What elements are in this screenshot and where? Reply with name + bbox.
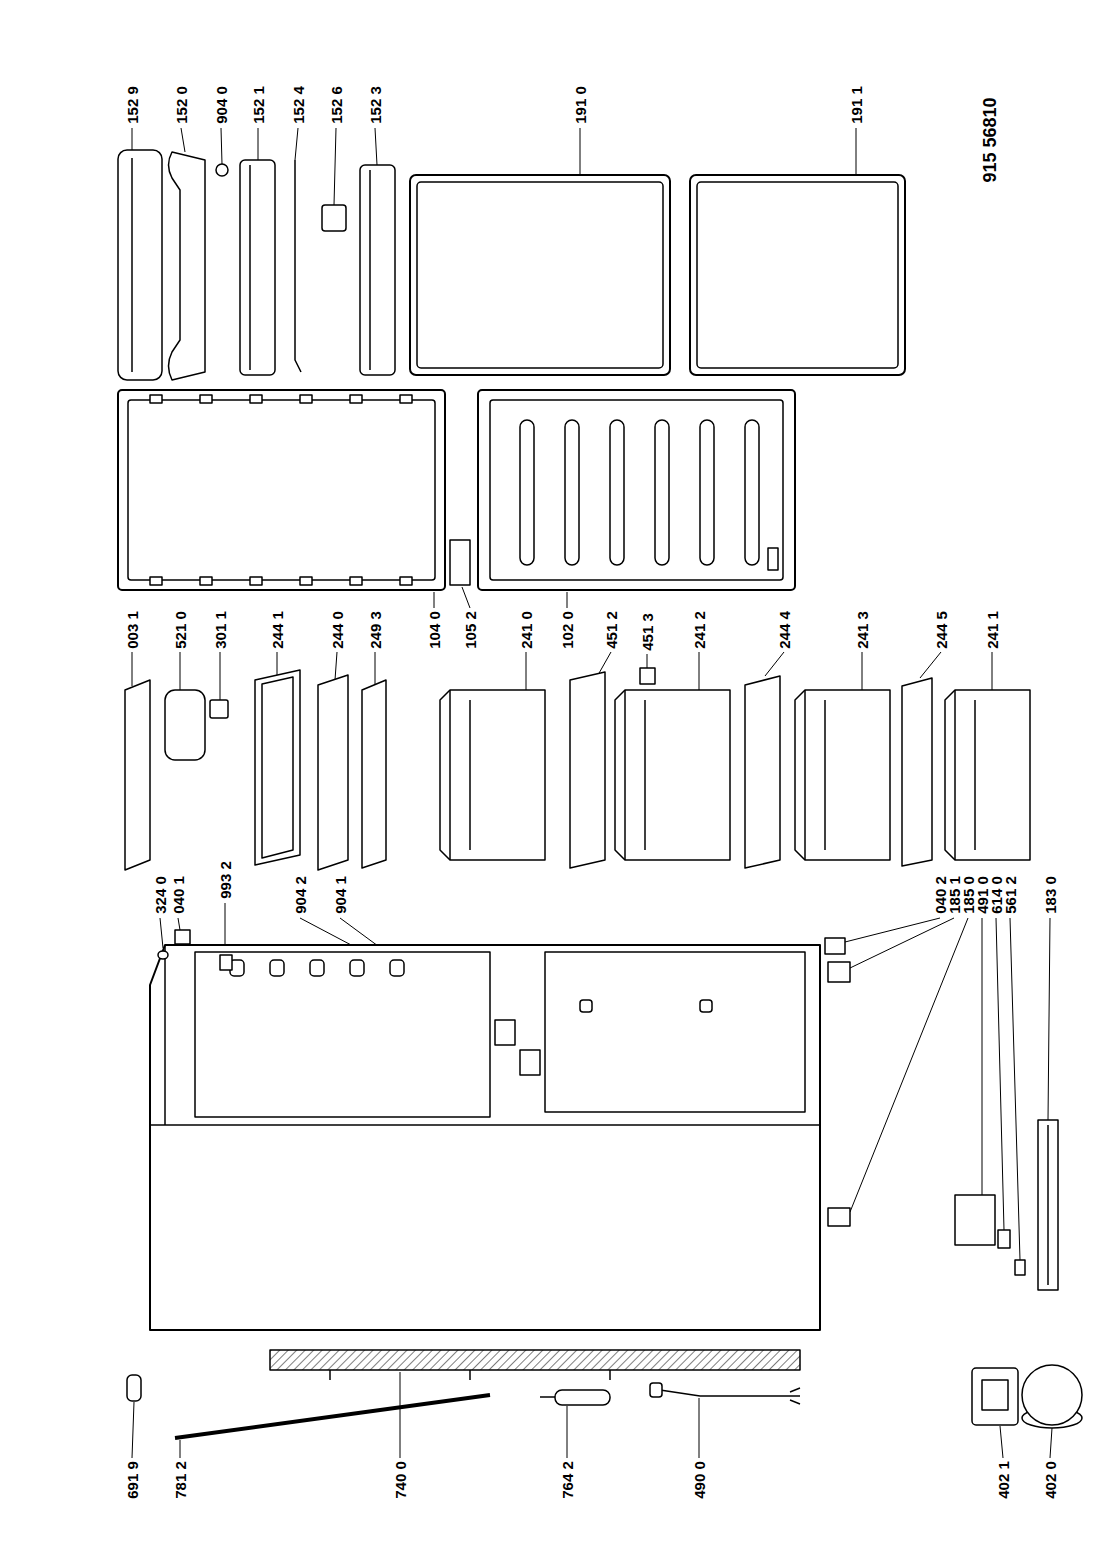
callout-number: 244 1 [270, 611, 285, 649]
callout-number: 191 0 [573, 86, 588, 124]
callout-number: 451 2 [604, 611, 619, 649]
callout-number: 185 0 [961, 876, 976, 914]
callout-number: 993 2 [218, 861, 233, 899]
callout-number: 491 0 [975, 876, 990, 914]
callout-number: 152 0 [174, 86, 189, 124]
callout-number: 152 9 [125, 86, 140, 124]
drawing-number: 915 56810 [981, 97, 999, 182]
callout-number: 191 1 [849, 86, 864, 124]
callout-number: 241 3 [855, 611, 870, 649]
callout-number: 152 6 [329, 86, 344, 124]
callout-number: 764 2 [560, 1461, 575, 1499]
callout-number: 301 1 [213, 611, 228, 649]
doors [118, 390, 795, 590]
callout-number: 781 2 [173, 1461, 188, 1499]
callout-number: 244 4 [777, 611, 792, 649]
leader-lines [132, 128, 1052, 1458]
callout-number: 402 0 [1043, 1461, 1058, 1499]
door-gaskets [410, 175, 905, 375]
callout-number: 521 0 [173, 611, 188, 649]
callout-number: 003 1 [125, 611, 140, 649]
callout-number: 152 4 [291, 86, 306, 124]
callout-number: 040 1 [171, 876, 186, 914]
callout-number: 451 3 [640, 613, 655, 651]
callout-number: 104 0 [427, 611, 442, 649]
callout-number: 183 0 [1043, 876, 1058, 914]
callout-number: 105 2 [463, 611, 478, 649]
callout-number: 490 0 [692, 1461, 707, 1499]
callout-number: 040 2 [933, 876, 948, 914]
callout-number: 241 0 [519, 611, 534, 649]
callout-number: 691 9 [125, 1461, 140, 1499]
callout-number: 614 0 [989, 876, 1004, 914]
callout-number: 102 0 [560, 611, 575, 649]
cabinet [150, 930, 1058, 1330]
callout-number: 904 0 [214, 86, 229, 124]
callout-number: 561 2 [1003, 876, 1018, 914]
callout-number: 324 0 [153, 876, 168, 914]
shelves-drawers [125, 668, 1030, 870]
callout-number: 249 3 [368, 611, 383, 649]
callout-number: 241 2 [692, 611, 707, 649]
callout-number: 185 1 [947, 876, 962, 914]
callout-number: 241 1 [985, 611, 1000, 649]
rear-components [127, 1350, 1082, 1438]
callout-number: 244 5 [934, 611, 949, 649]
callout-number: 402 1 [996, 1461, 1011, 1499]
callout-number: 152 1 [251, 86, 266, 124]
callout-number: 904 1 [333, 876, 348, 914]
callout-number: 152 3 [368, 86, 383, 124]
callout-number: 740 0 [393, 1461, 408, 1499]
door-bins [118, 150, 395, 380]
callout-number: 244 0 [330, 611, 345, 649]
callout-number: 904 2 [293, 876, 308, 914]
